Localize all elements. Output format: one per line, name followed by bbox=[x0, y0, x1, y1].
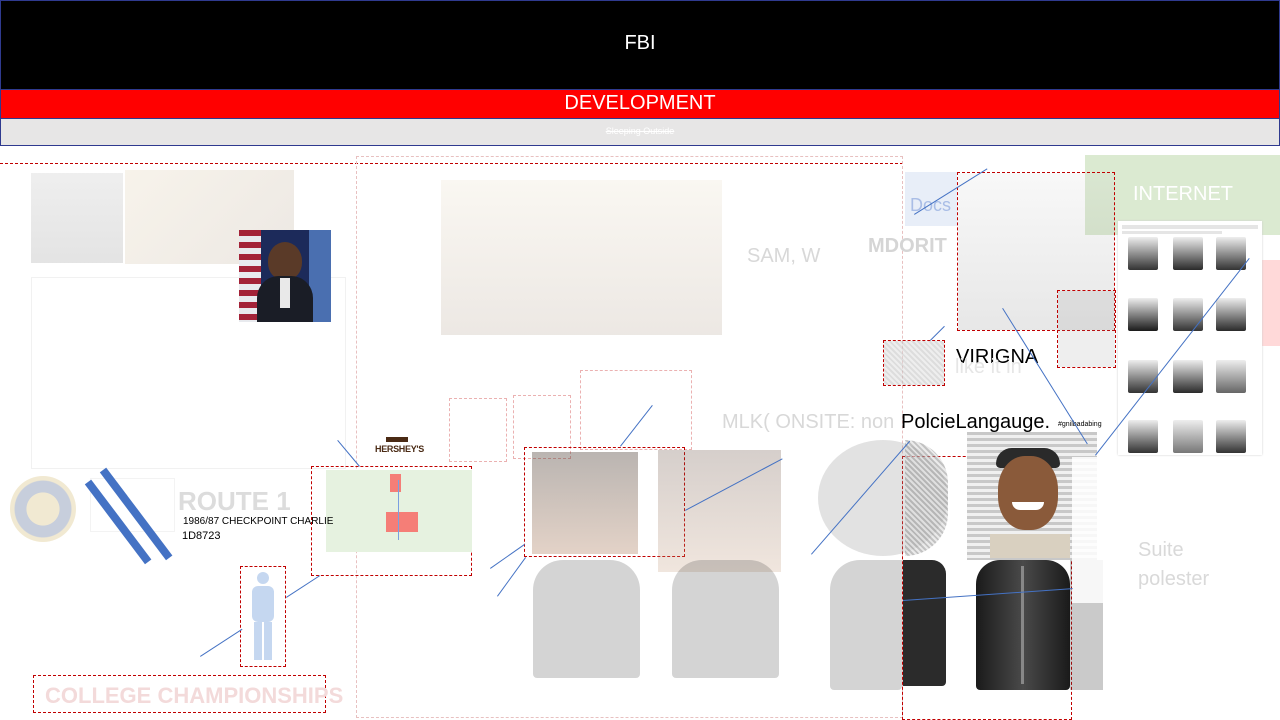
frame-man-glasses bbox=[957, 172, 1115, 331]
staff-photo-12 bbox=[1216, 420, 1246, 453]
pink-block bbox=[1262, 260, 1280, 346]
staff-photo-4 bbox=[1128, 298, 1158, 331]
virigna-label: VIRIGNA bbox=[956, 346, 1039, 368]
faded-diagram-box bbox=[31, 277, 346, 469]
jacket-5 bbox=[976, 560, 1070, 690]
frame-bottom-label bbox=[33, 675, 326, 713]
development-label: DEVELOPMENT bbox=[564, 92, 716, 114]
portrait-small bbox=[1058, 291, 1115, 367]
like-it-label: like it in bbox=[955, 356, 1022, 378]
portrait-man-glasses bbox=[958, 173, 1114, 330]
grainy-photo bbox=[884, 341, 944, 385]
subtitle-band bbox=[0, 118, 1280, 146]
connector-line-2 bbox=[286, 575, 321, 598]
staff-photo-9 bbox=[1216, 360, 1246, 393]
page-title: FBI bbox=[624, 32, 656, 54]
docs-tag bbox=[905, 172, 957, 226]
frame-center bbox=[356, 156, 903, 718]
jacket-1 bbox=[533, 560, 640, 678]
staff-photo-7 bbox=[1128, 360, 1158, 393]
policie-language-label: PolcieLangauge. bbox=[901, 411, 1051, 433]
checkpoint-code: 1D8723 bbox=[182, 530, 221, 542]
faded-box-3 bbox=[580, 370, 692, 450]
map-panel bbox=[326, 470, 472, 552]
frame-grainy-small bbox=[883, 340, 945, 386]
portrait-man-elderly bbox=[31, 173, 123, 263]
suite-label: Suite polester bbox=[1138, 539, 1210, 590]
portrait-woman-dark-hair bbox=[532, 452, 638, 554]
connector-line-9 bbox=[930, 325, 945, 341]
office-photo bbox=[441, 180, 722, 335]
faded-box-1 bbox=[449, 398, 507, 462]
faded-route-box bbox=[90, 478, 175, 532]
frame-wide-top bbox=[0, 163, 903, 164]
mdorit-label: MDORIT bbox=[868, 235, 947, 257]
jacket-3 bbox=[830, 560, 902, 690]
header-black-band bbox=[0, 0, 1280, 90]
mlk-onsite-label: MLK( ONSITE: non bbox=[722, 411, 895, 433]
staff-photo-5 bbox=[1173, 298, 1203, 331]
frame-woman bbox=[524, 447, 685, 557]
staff-photo-1 bbox=[1128, 237, 1158, 270]
checkpoint-label: 1986/87 CHECKPOINT CHARLIE bbox=[183, 516, 334, 527]
route-label: ROUTE 1 bbox=[178, 486, 291, 516]
frame-person bbox=[240, 566, 286, 667]
staff-photo-3 bbox=[1216, 237, 1246, 270]
development-band bbox=[0, 90, 1280, 118]
jacket-4 bbox=[903, 560, 946, 686]
jacket-2 bbox=[672, 560, 779, 678]
tiny-tag-label: #gnilbadabing bbox=[1058, 421, 1102, 428]
hersheys-bar-icon bbox=[386, 437, 408, 442]
right-faded-panel bbox=[1072, 457, 1280, 603]
navy-seal-icon bbox=[10, 476, 76, 542]
staff-photo-6 bbox=[1216, 298, 1246, 331]
person-silhouette-icon bbox=[248, 572, 278, 662]
hersheys-logo: HERSHEY'S bbox=[375, 444, 424, 454]
staff-photo-2 bbox=[1173, 237, 1203, 270]
faded-box-2 bbox=[513, 395, 571, 459]
portrait-general bbox=[239, 230, 331, 322]
frame-small-portrait bbox=[1057, 290, 1116, 368]
grainy-texture-round bbox=[905, 440, 948, 556]
connector-line-1 bbox=[200, 628, 243, 657]
staff-photo-8 bbox=[1173, 360, 1203, 393]
bottom-box-label: COLLEGE CHAMPIONSHIPS bbox=[45, 683, 344, 708]
portrait-man-smiling bbox=[990, 448, 1070, 558]
subtitle-label: Sleeping Outside bbox=[605, 126, 675, 136]
sam-w-label: SAM, W bbox=[747, 245, 821, 267]
staff-photo-10 bbox=[1128, 420, 1158, 453]
staff-photo-11 bbox=[1173, 420, 1203, 453]
internet-label: INTERNET bbox=[1133, 183, 1233, 205]
